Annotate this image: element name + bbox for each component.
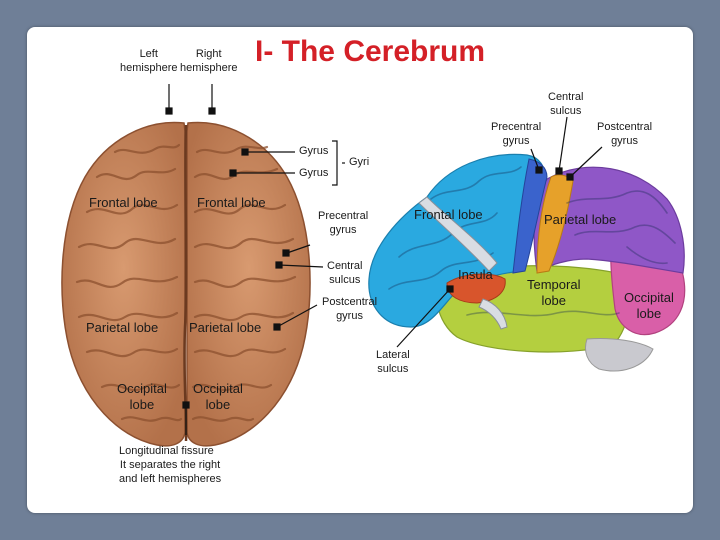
- label-frontal-lobe-side: Frontal lobe: [414, 207, 483, 222]
- label-longitudinal-fissure-desc: It separates the right and left hemisphe…: [119, 459, 222, 485]
- postcentral-gyrus-strip: [536, 174, 574, 274]
- label-parietal-lobe-right: Parietal lobe: [189, 320, 262, 335]
- label-occipital-lobe-right: Occipital lobe: [193, 381, 243, 413]
- label-precentral-gyrus-center: Precentral gyrus: [318, 210, 369, 236]
- label-postcentral-gyrus-center: Postcentral gyrus: [322, 296, 378, 322]
- label-gyrus-1: Gyrus: [299, 145, 329, 157]
- label-right-hemisphere: Right hemisphere: [180, 48, 237, 76]
- side-view-brain: [368, 153, 686, 372]
- label-precentral-gyrus-side: Precentral gyrus: [491, 121, 542, 147]
- precentral-gyrus-strip: [512, 158, 548, 274]
- label-gyri: Gyri: [349, 156, 370, 168]
- label-temporal-lobe: Temporal lobe: [527, 277, 581, 309]
- label-occipital-lobe-left: Occipital lobe: [117, 381, 167, 413]
- label-gyrus-2: Gyrus: [299, 167, 329, 179]
- retractor-tool-lower: [478, 298, 508, 330]
- label-left-hemisphere: Left hemisphere: [120, 48, 177, 76]
- label-right-hemisphere-text: Right hemisphere: [180, 48, 238, 74]
- slide: I- The Cerebrum Left hemisphere Right he…: [27, 27, 693, 513]
- diagram-graphics: [61, 84, 686, 447]
- label-parietal-lobe-left: Parietal lobe: [86, 320, 159, 335]
- label-longitudinal-fissure: Longitudinal fissure: [119, 445, 214, 457]
- label-frontal-lobe-right: Frontal lobe: [197, 195, 266, 210]
- label-insula: Insula: [458, 267, 493, 282]
- side-gyri-texture: [388, 166, 676, 317]
- leader-lines: [165, 84, 603, 435]
- cerebellum-shape: [585, 338, 654, 372]
- label-parietal-lobe-side: Parietal lobe: [544, 212, 617, 227]
- parietal-lobe-region: [533, 166, 685, 274]
- retractor-tool-upper: [418, 196, 498, 272]
- gyri-texture: [75, 143, 297, 422]
- label-occipital-lobe-side: Occipital lobe: [624, 290, 674, 322]
- label-frontal-lobe-left: Frontal lobe: [89, 195, 158, 210]
- top-view-brain: [61, 121, 311, 447]
- label-central-sulcus-side: Central sulcus: [548, 91, 584, 117]
- label-left-hemisphere-text: Left hemisphere: [120, 48, 178, 74]
- left-hemisphere-shape: [61, 121, 186, 447]
- label-central-sulcus-center: Central sulcus: [327, 260, 363, 286]
- label-lateral-sulcus: Lateral sulcus: [376, 349, 410, 375]
- page-title: I- The Cerebrum: [255, 35, 486, 68]
- insula-region: [446, 273, 506, 304]
- label-postcentral-gyrus-side: Postcentral gyrus: [597, 121, 653, 147]
